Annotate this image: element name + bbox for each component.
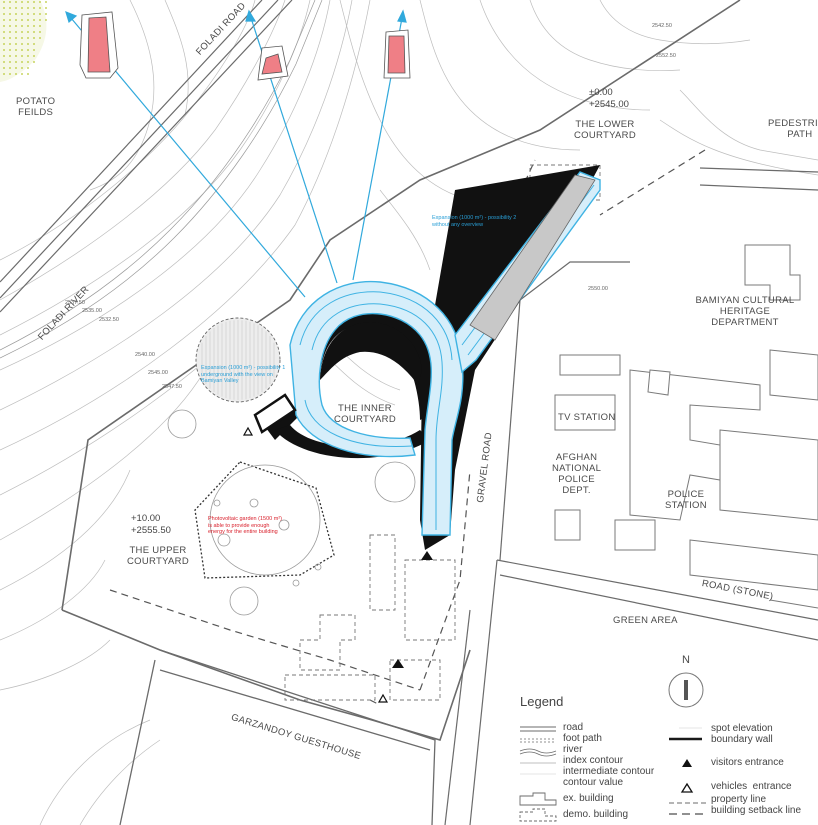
- legend-item-visitors-entrance: visitors entrance: [711, 757, 784, 768]
- site-circles: [167, 409, 416, 616]
- legend-item-demo-building: demo. building: [563, 809, 629, 820]
- property-line: [61, 0, 741, 741]
- bamiyan-department-label: BAMIYAN CULTURAL HERITAGE DEPARTMENT: [695, 295, 795, 328]
- legend-item-setback-line: building setback line: [711, 805, 802, 816]
- potato-fields-label: POTATO FEILDS: [16, 96, 56, 118]
- contour-value: 2547.50: [162, 384, 182, 390]
- legend-item-boundary-wall: boundary wall: [711, 734, 773, 745]
- inner-courtyard-label: THE INNER COURTYARD: [334, 403, 396, 425]
- entrance-markers: [242, 426, 433, 703]
- legend: Legend road foot path river index contou…: [520, 694, 815, 825]
- contour-value: 2550.00: [588, 286, 608, 292]
- river: [0, 0, 323, 359]
- legend-item-spot-elevation: spot elevation: [711, 723, 773, 734]
- lower-courtyard-label: THE LOWER COURTYARD: [574, 119, 636, 141]
- upper-courtyard-label: THE UPPER COURTYARD: [127, 545, 189, 567]
- north-arrow: [668, 672, 704, 708]
- upper-courtyard-elevation: +10.00 +2555.50: [131, 513, 171, 536]
- contour-value: 2532.50: [99, 317, 119, 323]
- guesthouse-building: [119, 649, 436, 825]
- main-building: [253, 165, 601, 550]
- demo-buildings: [284, 164, 601, 701]
- expansion-2-note: Expansion (1000 m²) - possibility 2 with…: [432, 215, 517, 228]
- expansion-1-note: Expansion (1000 m²) - possibility 1 unde…: [201, 365, 286, 384]
- legend-item-intermediate-contour: intermediate contour: [563, 766, 655, 777]
- legend-item-index-contour: index contour: [563, 755, 624, 766]
- legend-item-ex-building: ex. building: [563, 793, 614, 804]
- contour-value: 2552.50: [656, 53, 676, 59]
- legend-item-river: river: [563, 744, 583, 755]
- potato-field-dots: [0, 0, 47, 82]
- contour-value: 2542.50: [652, 23, 672, 29]
- legend-item-road: road: [563, 722, 584, 733]
- expansion-circle: [195, 317, 281, 403]
- contour-value: 2540.00: [135, 352, 155, 358]
- legend-symbols: [519, 726, 706, 822]
- legend-item-vehicles-entrance: vehicles entrance: [711, 781, 792, 792]
- monuments: [79, 11, 411, 81]
- contour-value: 2537.50: [65, 300, 85, 306]
- photovoltaic-hexagon: [194, 461, 335, 579]
- legend-item-property-line: property line: [711, 794, 767, 805]
- green-area-label: GREEN AREA: [613, 615, 678, 626]
- lower-courtyard-elevation: ±0.00 +2545.00: [589, 87, 629, 110]
- police-station-label: POLICE STATION: [665, 489, 707, 511]
- contour-value: 2535.00: [82, 308, 102, 314]
- existing-buildings: [554, 244, 818, 609]
- legend-title: Legend: [520, 694, 564, 709]
- contour-value: 2545.00: [148, 370, 168, 376]
- photovoltaic-note: Photovoltaic garden (1500 m²) is able to…: [208, 516, 282, 535]
- tv-station-label: TV STATION: [558, 412, 616, 423]
- north-label: N: [682, 654, 691, 666]
- legend-item-foot-path: foot path: [563, 733, 602, 744]
- police-dept-label: AFGHAN NATIONAL POLICE DEPT.: [552, 452, 602, 496]
- pedestrian-path-label: PEDESTRIAN PATH: [768, 118, 818, 140]
- legend-item-contour-value: contour value: [563, 777, 624, 788]
- sightlines: [65, 9, 407, 298]
